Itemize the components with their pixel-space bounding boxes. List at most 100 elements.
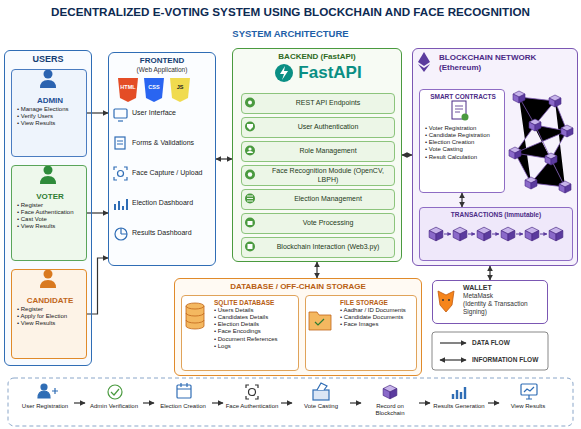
module-box: Blockchain Interaction (Web3.py) — [241, 237, 395, 258]
admin-icon — [44, 70, 53, 79]
blockchain-network — [545, 153, 557, 165]
metamask-fox — [438, 291, 454, 312]
database-cylinder — [186, 313, 204, 323]
frontend-item: User Interface — [132, 109, 214, 117]
backend-row-icons — [247, 101, 253, 250]
frontend-item-icons — [114, 109, 127, 240]
step-box: Vote Casting — [292, 382, 350, 424]
node-heading: Record on Blockchain — [362, 403, 418, 417]
backend-row-icons — [245, 98, 255, 108]
node-fill — [11, 69, 87, 157]
backend-row-icons — [248, 147, 251, 150]
node-text: FastAPI — [236, 63, 398, 83]
node-heading: FILE STORAGE — [340, 299, 413, 307]
legend-text: DATA FLOW — [472, 339, 510, 347]
backend-row-icons — [245, 218, 255, 228]
step-icons — [383, 385, 397, 399]
transaction-chain — [501, 227, 515, 241]
fastapi-logo — [280, 66, 288, 80]
folder-icon — [315, 319, 324, 325]
step-icons — [313, 390, 329, 400]
backend-row-icons — [248, 221, 253, 225]
node-text: • Election Creation — [425, 139, 501, 146]
node-fill — [412, 48, 578, 266]
legend-box — [432, 332, 548, 370]
transaction-chain — [468, 234, 475, 235]
step-icons — [38, 391, 50, 398]
node-heading: Blockchain Interaction (Web3.py) — [266, 243, 390, 251]
backend-row-icons — [248, 244, 253, 249]
frontend-item: Forms & Validations — [132, 139, 214, 147]
node-heading: SMART CONTRACTS — [425, 93, 501, 101]
module-box: Vote Processing — [241, 213, 395, 234]
node-heading: REST API Endpoints — [266, 99, 390, 107]
node-text: • Manage Elections — [17, 106, 83, 113]
node-heading: Admin Verification — [86, 403, 142, 410]
node-fill — [292, 382, 350, 424]
frontend-item-icons — [117, 141, 123, 144]
transaction-chain — [477, 227, 491, 241]
frontend-item-icons — [114, 109, 127, 118]
node-text: • Apply for Election — [17, 313, 83, 320]
metamask-fox — [438, 291, 454, 312]
node-text: • Voter Registration — [425, 125, 501, 132]
ethereum-icon — [418, 64, 430, 72]
node-fill — [241, 165, 395, 186]
connector — [143, 402, 154, 403]
backend-row-icons — [247, 124, 253, 130]
blockchain-network — [525, 177, 537, 189]
transaction-chain — [516, 234, 523, 235]
transaction-chain — [444, 234, 451, 235]
tech-badge: CSS — [144, 84, 164, 91]
node-text: • Candidate Documents — [340, 314, 413, 321]
admin-icon — [40, 70, 56, 89]
transaction-chain — [525, 227, 539, 241]
node-text: MetaMask — [463, 292, 544, 300]
step-icons — [521, 384, 537, 395]
module-box: User Authentication — [241, 117, 395, 138]
js-shield — [170, 78, 190, 102]
node-heading: ADMIN — [17, 96, 83, 106]
connector — [316, 262, 317, 278]
node-text: • View Results — [17, 320, 83, 327]
step-box: User Registration — [16, 382, 74, 424]
node-text: • Logs — [214, 343, 295, 350]
node-fill — [4, 50, 92, 366]
blockchain-network — [549, 95, 561, 107]
step-icons — [111, 389, 119, 395]
voter-icon — [44, 166, 53, 175]
node-text: • Face Authentication — [17, 209, 83, 216]
node-heading: Face Authentication — [224, 403, 280, 410]
backend-row-icons — [245, 122, 255, 132]
node-fill — [419, 207, 573, 261]
connector — [419, 402, 430, 403]
node-heading: CANDIDATE — [17, 296, 83, 306]
node-heading: USERS — [9, 54, 87, 65]
node-text: (Web Application) — [112, 66, 212, 74]
transactions-box: TRANSACTIONS (Immutable) — [419, 207, 573, 261]
title: DECENTRALIZED E-VOTING SYSTEM USING BLOC… — [0, 5, 581, 19]
fastapi-logo — [275, 64, 293, 82]
node-fill — [241, 141, 395, 162]
node-text: (Identity & Transaction Signing) — [463, 300, 544, 316]
node-heading: FRONTEND — [112, 56, 212, 66]
storage-panel: DATABASE / OFF-CHAIN STORAGESQLITE DATAB… — [174, 278, 422, 376]
step-box: Record on Blockchain — [361, 382, 419, 424]
legend-box — [440, 359, 466, 360]
node-fill — [499, 382, 557, 424]
node-text: • Vote Casting — [425, 146, 501, 153]
frontend-item: Face Capture / Upload — [132, 169, 214, 177]
connector — [402, 154, 412, 155]
blockchain-network — [509, 147, 521, 159]
node-heading: BACKEND (FastAPI) — [236, 52, 398, 62]
html-shield — [118, 78, 138, 102]
module-box: REST API Endpoints — [241, 93, 395, 114]
contract-document-icon — [452, 101, 469, 121]
node-text: • Register — [17, 202, 83, 209]
database-cylinder — [186, 303, 204, 329]
node-fill — [432, 280, 548, 324]
database-cylinder — [186, 303, 204, 309]
connector — [216, 158, 232, 159]
node-heading: Face Recognition Module (OpenCV, LBPH) — [266, 167, 390, 184]
